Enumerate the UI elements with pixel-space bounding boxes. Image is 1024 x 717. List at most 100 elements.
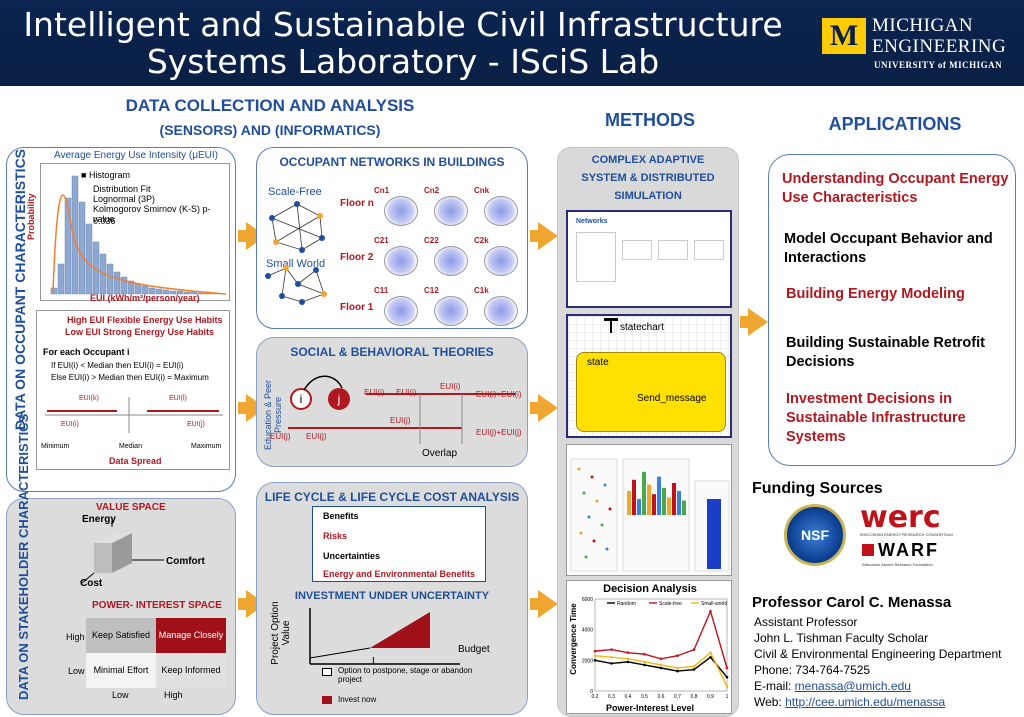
histogram-bar [155,288,163,295]
legend-option: Option to postpone, stage or abandon pro… [338,666,473,684]
histogram-bar [190,291,198,295]
arrow-right-5 [538,394,558,422]
histogram-bar [64,197,72,295]
legend-label: Random [617,601,636,607]
decision-ylabel: Convergence Time [569,603,578,675]
application-item-occupant: Understanding Occupant Energy Use Charac… [782,171,1009,206]
networks-ui-label: Networks [576,218,608,225]
simulation-results [566,444,732,576]
result-bar [677,491,681,515]
data-point [709,651,712,654]
cluster-label: C12 [424,286,439,295]
histogram-bar [50,287,58,295]
web-link[interactable]: http://cee.umich.edu/menassa [785,695,946,709]
legend-ks: Kolmogorov Smirnov (K-S) p-value [93,204,211,224]
warf-subtitle: Wisconsin Alumni Research Foundation [862,562,933,567]
social-title: SOCIAL & BEHAVIORAL THEORIES [290,345,494,359]
result-point [590,475,594,479]
data-point [643,652,646,656]
eui-j-label: EUI(j) [187,421,205,428]
statechart-entry-line [610,321,612,333]
arrow-right-4 [538,222,558,250]
methods-heading: METHODS [605,110,695,130]
logo-text-university: UNIVERSITY of MICHIGAN [874,60,1003,70]
result-bar [647,484,651,515]
occupant-side-label: DATA ON OCCUPANT CHARACTERISTICS [12,148,28,430]
decision-chart-title: Decision Analysis [603,583,697,595]
histogram-bar [106,263,114,295]
data-point [692,668,696,671]
legend-histogram: ■ Histogram [81,170,130,180]
data-point [725,685,729,688]
x-tick-label: 0.4 [625,694,632,700]
legend-label: Scale-free [659,601,682,607]
rule-1: If EUI(i) < Median then EUI(i) = EUI(i) [51,361,184,370]
eq-mid: EUI(j) [390,416,411,425]
arrow-stem-6 [530,598,540,610]
pi-high-label: High [66,632,85,642]
statechart-diagram: statechart state Send_message [566,314,732,438]
cluster-network [484,196,518,226]
werc-logo: werc [860,500,941,535]
habit-low: Low EUI Strong Energy Use Habits [65,327,215,337]
habits-box: High EUI Flexible Energy Use Habits Low … [36,310,230,470]
result-bar [662,487,666,515]
comfort-axis-label: Comfort [166,556,205,567]
histogram-bar [197,292,205,295]
data-point [692,648,696,651]
network-graphs [265,201,327,305]
histogram-bar [183,291,191,295]
value-space-cube [81,517,164,584]
arrow-stem-2 [238,402,248,414]
data-point [659,663,663,667]
result-point [608,507,612,511]
send-message-label: Send_message [637,393,707,404]
value-space-title: VALUE SPACE [96,502,166,513]
x-tick-label: 0.5 [641,694,648,700]
data-point [676,654,679,658]
x-tick-label: 0.9 [707,694,714,700]
data-point [610,655,613,659]
eq-right2: EUI(j)+EUI(j) [476,428,522,437]
methods-title-3: SIMULATION [614,190,682,202]
methods-title-2: SYSTEM & DISTRIBUTED [581,172,715,184]
cluster-network [384,296,418,326]
x-tick-label: 0.8 [691,694,698,700]
floor-n-label: Floor n [340,198,374,209]
data-point [725,675,729,679]
energy-axis-label: Energy [82,514,116,525]
professor-scholar: John L. Tishman Faculty Scholar [754,631,929,645]
arrow-stem-3 [238,598,248,610]
state-box: state Send_message [576,352,726,432]
title-line-1: Intelligent and Sustainable Civil Infras… [23,5,783,44]
cluster-network [434,196,468,226]
histogram-bar [113,271,121,295]
lognormal-fit-curve [52,194,227,295]
median-label: Median [119,443,142,450]
data-point [610,648,613,651]
power-interest-title: POWER- INTEREST SPACE [92,600,222,611]
result-bar [682,500,686,515]
page-title: Intelligent and Sustainable Civil Infras… [18,6,788,80]
data-point [626,657,630,661]
methods-title-1: COMPLEX ADAPTIVE [591,154,705,166]
eq2b: EUI(j) [306,432,327,441]
histogram-bar [176,290,184,295]
eq2a: EUI(j) [270,432,291,441]
result-point [600,523,604,527]
email-link[interactable]: menassa@umich.edu [794,679,911,693]
social-diagram [288,375,516,444]
data-point [659,666,663,670]
result-point [579,531,583,535]
legend-box-option [322,668,332,676]
applications-box [768,154,1016,466]
arrow-stem-1 [238,230,248,242]
cluster-label: C1k [474,286,489,295]
y-tick-label: 6000 [582,597,593,603]
histogram-bar [71,175,79,295]
cluster-label: Cnk [474,186,490,195]
result-bar [667,497,671,515]
data-point [643,660,646,664]
